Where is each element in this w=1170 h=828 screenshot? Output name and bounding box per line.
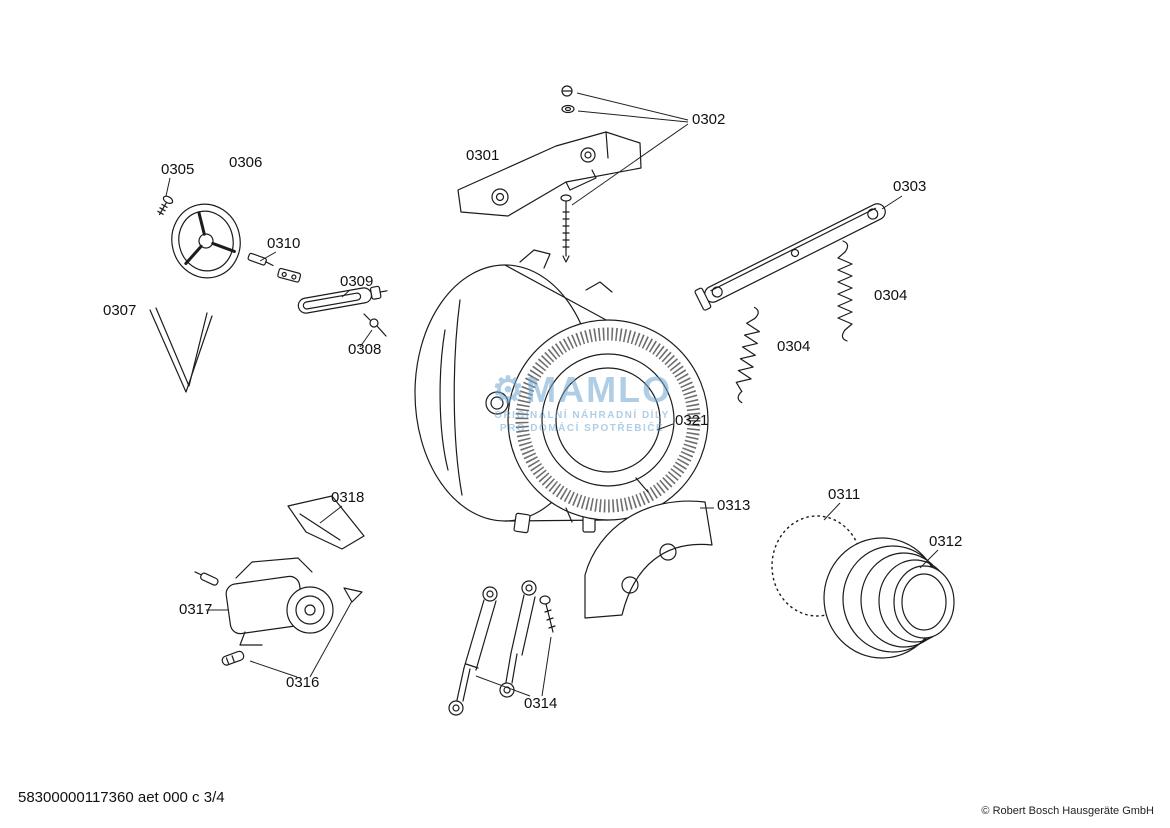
copyright-notice: © Robert Bosch Hausgeräte GmbH bbox=[981, 805, 1154, 817]
label-0312: 0312 bbox=[929, 533, 962, 550]
mounting-bar-0303 bbox=[694, 203, 886, 311]
clips-0316 bbox=[221, 587, 363, 666]
bellows-0312 bbox=[823, 537, 955, 659]
label-0309: 0309 bbox=[340, 273, 373, 290]
tub-tooth-ring bbox=[515, 327, 701, 513]
label-0314: 0314 bbox=[524, 695, 557, 712]
label-0304-right: 0304 bbox=[874, 287, 907, 304]
label-0303: 0303 bbox=[893, 178, 926, 195]
motor-0317 bbox=[194, 557, 334, 646]
belt-0307 bbox=[149, 307, 213, 393]
label-0321: 0321 bbox=[675, 412, 708, 429]
label-0316: 0316 bbox=[286, 674, 319, 691]
top-bracket-0301 bbox=[457, 131, 642, 263]
leader-lines bbox=[165, 92, 939, 697]
tub-assembly bbox=[414, 249, 709, 534]
label-0302: 0302 bbox=[692, 111, 725, 128]
label-0301: 0301 bbox=[466, 147, 499, 164]
label-0307: 0307 bbox=[103, 302, 136, 319]
label-0308: 0308 bbox=[348, 341, 381, 358]
spring-0304-left bbox=[735, 306, 761, 404]
label-0318: 0318 bbox=[331, 489, 364, 506]
bracket-0318 bbox=[287, 495, 365, 550]
pulley-0306 bbox=[171, 203, 241, 279]
screw-0305 bbox=[157, 195, 174, 216]
counterweight-0313 bbox=[584, 500, 713, 619]
label-0317: 0317 bbox=[179, 601, 212, 618]
label-0306: 0306 bbox=[229, 154, 262, 171]
label-0310: 0310 bbox=[267, 235, 300, 252]
label-0305: 0305 bbox=[161, 161, 194, 178]
sensor-0308 bbox=[363, 313, 387, 337]
document-code: 58300000117360 aet 000 c 3/4 bbox=[18, 789, 225, 806]
fittings-0310 bbox=[247, 252, 302, 283]
label-0311: 0311 bbox=[828, 486, 860, 503]
spring-0304-right bbox=[837, 240, 853, 342]
heater-0309 bbox=[297, 285, 388, 314]
label-0313: 0313 bbox=[717, 497, 750, 514]
screw-washer-0302 bbox=[561, 85, 575, 114]
part-labels: 0301 0302 0303 0304 0304 0305 0306 0307 … bbox=[103, 111, 962, 712]
label-0304-left: 0304 bbox=[777, 338, 810, 355]
